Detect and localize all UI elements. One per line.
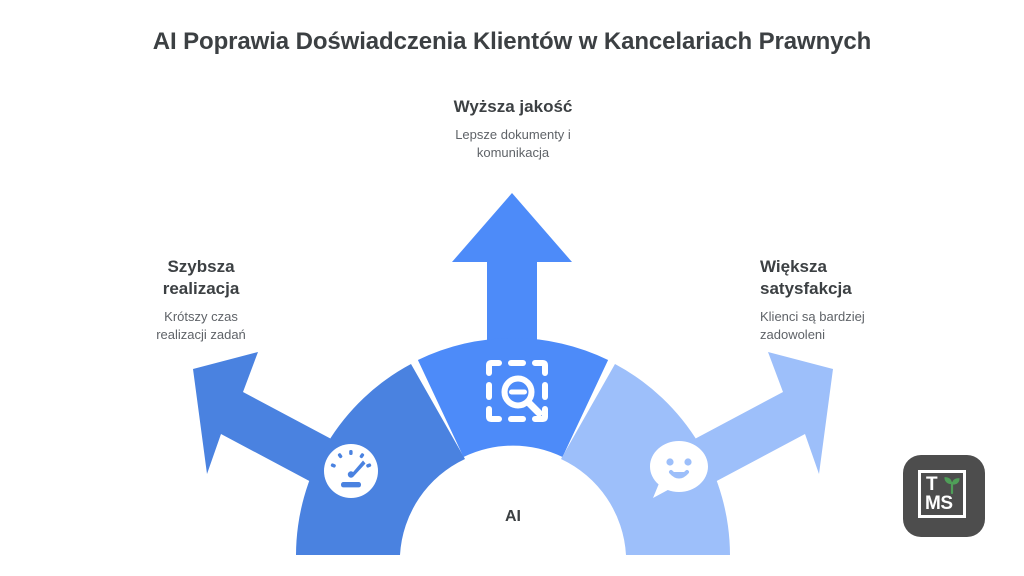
speedometer-icon — [324, 444, 378, 498]
sprout-icon — [944, 477, 960, 494]
page-title: AI Poprawia Doświadczenia Klientów w Kan… — [152, 28, 872, 55]
node-title-right: Większa satysfakcja — [760, 257, 852, 298]
smiley-chat-bubble-icon — [650, 441, 708, 498]
logo-letter-t: T — [926, 474, 938, 495]
arrow-top — [452, 193, 572, 420]
node-title-left: Szybsza realizacja — [162, 257, 240, 298]
tms-logo: T MS — [903, 455, 985, 537]
zoom-out-scan-icon — [486, 360, 548, 422]
arch-segment-right — [561, 364, 730, 555]
node-desc-left: Krótszy czas realizacji zadań — [156, 309, 246, 342]
arch-segment-left — [296, 364, 465, 555]
node-label-top: Wyższa jakość Lepsze dokumenty i komunik… — [382, 96, 644, 162]
node-label-right: Większa satysfakcja Klienci są bardziej … — [760, 256, 960, 344]
node-desc-top: Lepsze dokumenty i komunikacja — [455, 127, 571, 160]
logo-frame: T MS — [918, 470, 966, 518]
arrow-right — [674, 352, 833, 492]
center-label-ai: AI — [505, 508, 521, 525]
arch-segment-center — [417, 338, 609, 457]
node-title-top: Wyższa jakość — [453, 97, 573, 116]
node-desc-right: Klienci są bardziej zadowoleni — [760, 309, 865, 342]
arrow-left — [193, 352, 352, 492]
logo-letters-ms: MS — [925, 493, 953, 514]
node-label-left: Szybsza realizacja Krótszy czas realizac… — [106, 256, 296, 344]
